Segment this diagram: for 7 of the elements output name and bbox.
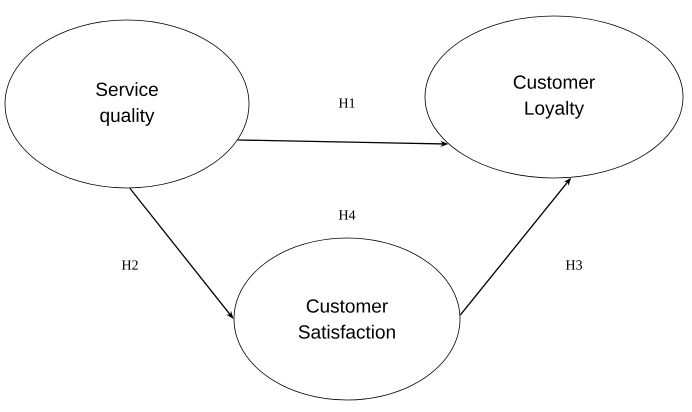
edge-label: H2 <box>122 260 138 270</box>
ellipse-node: Service quality <box>4 20 250 188</box>
ellipse-node: Customer Satisfaction <box>234 238 460 400</box>
edge-label: H1 <box>338 98 355 108</box>
edge-label: H3 <box>566 260 582 270</box>
path-label: H4 <box>338 210 356 220</box>
ellipse-node: Customer Loyalty <box>424 16 684 178</box>
